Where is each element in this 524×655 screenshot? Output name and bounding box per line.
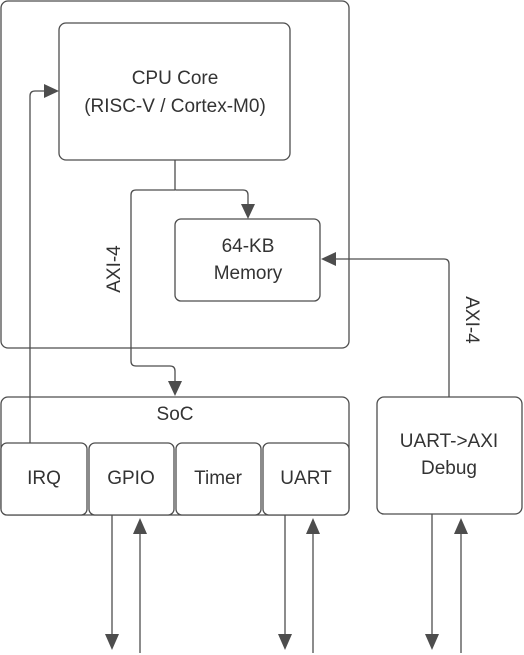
axi-bus-line xyxy=(130,189,176,381)
gpio-out-arrowhead xyxy=(105,634,119,650)
debug-to-memory-line xyxy=(335,258,450,397)
cpu-core-block xyxy=(58,22,291,161)
memory-block xyxy=(174,218,321,302)
gpio-in-arrowhead xyxy=(133,518,147,534)
irq-label: IRQ xyxy=(27,468,61,489)
memory-arrowhead xyxy=(241,204,255,219)
uart-in-arrowhead xyxy=(306,518,320,534)
cpu-core-sublabel: (RISC-V / Cortex-M0) xyxy=(84,96,266,117)
uart-out-arrowhead xyxy=(278,634,292,650)
debug-bus-label: AXI-4 xyxy=(461,296,482,344)
cpu-irq-arrowhead xyxy=(44,84,59,98)
uart-block xyxy=(262,442,350,516)
gpio-label: GPIO xyxy=(107,468,155,489)
cpu-to-memory-line xyxy=(174,160,249,207)
irq-block xyxy=(0,442,88,516)
gpio-block xyxy=(88,442,175,516)
timer-block xyxy=(175,442,262,516)
memory-debug-arrowhead xyxy=(321,252,336,266)
uart-axi-debug-block xyxy=(376,396,523,515)
debug-sublabel: Debug xyxy=(421,458,477,479)
soc-arrowhead xyxy=(168,381,182,396)
uart-label: UART xyxy=(280,468,332,489)
memory-label: Memory xyxy=(214,263,283,284)
debug-in-arrowhead xyxy=(454,518,468,534)
memory-label-size: 64-KB xyxy=(222,236,275,257)
axi-bus-label: AXI-4 xyxy=(104,245,125,293)
soc-label: SoC xyxy=(157,404,194,425)
cpu-core-label: CPU Core xyxy=(132,68,219,89)
debug-out-arrowhead xyxy=(425,634,439,650)
debug-label: UART->AXI xyxy=(400,431,498,452)
timer-label: Timer xyxy=(194,468,243,489)
irq-to-cpu-line xyxy=(29,90,45,443)
